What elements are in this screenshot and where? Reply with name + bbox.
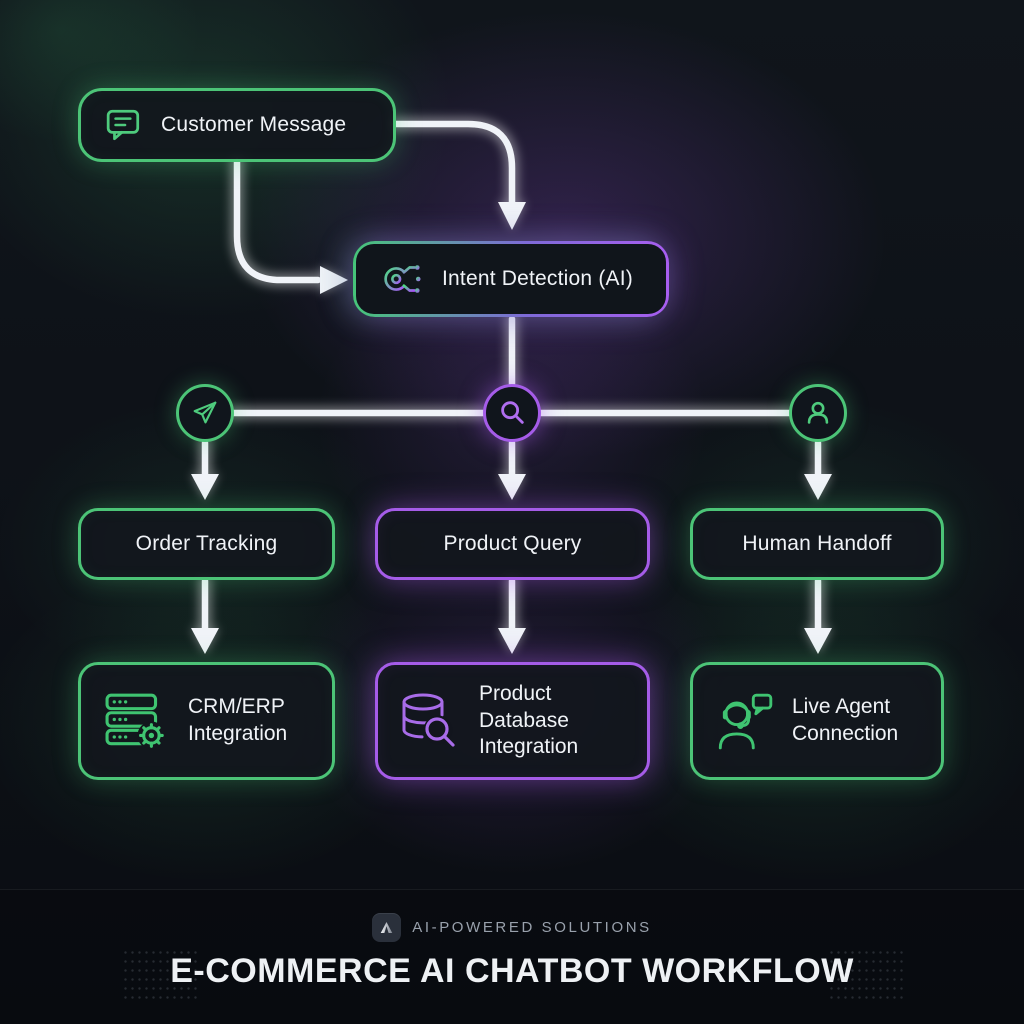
dots-texture-left <box>122 948 198 1004</box>
page-title: E-COMMERCE AI CHATBOT WORKFLOW <box>170 952 854 990</box>
intent-detection-label: Intent Detection (AI) <box>442 267 633 290</box>
product-query-node: Product Query <box>375 508 650 580</box>
headset-agent-icon <box>711 690 777 752</box>
brand-logo-icon <box>372 913 402 942</box>
live-agent-label: Live Agent Connection <box>792 695 899 745</box>
dots-texture-right <box>828 948 904 1004</box>
crm-erp-node: CRM/ERP Integration <box>78 662 335 780</box>
product-database-label: Product Database Integration <box>479 681 579 759</box>
search-icon <box>497 398 527 428</box>
footer-band <box>0 890 1024 1024</box>
footer-separator <box>0 889 1024 890</box>
chat-icon <box>105 108 143 142</box>
user-icon <box>803 398 833 428</box>
product-database-node: Product Database Integration <box>375 662 650 780</box>
brand-row: AI-POWERED SOLUTIONS <box>0 913 1024 942</box>
crm-erp-label: CRM/ERP Integration <box>188 695 288 745</box>
human-handoff-node: Human Handoff <box>690 508 944 580</box>
branch-circle-product <box>483 384 541 442</box>
server-gear-icon <box>105 691 171 751</box>
database-search-icon <box>398 690 462 752</box>
product-query-label: Product Query <box>443 532 582 555</box>
customer-message-node: Customer Message <box>78 88 396 162</box>
customer-message-label: Customer Message <box>161 113 347 136</box>
branch-circle-human <box>789 384 847 442</box>
order-tracking-node: Order Tracking <box>78 508 335 580</box>
order-tracking-label: Order Tracking <box>135 532 278 555</box>
brand-text: AI-POWERED SOLUTIONS <box>412 919 652 936</box>
human-handoff-label: Human Handoff <box>742 532 892 555</box>
ai-circuit-icon <box>378 256 424 302</box>
live-agent-node: Live Agent Connection <box>690 662 944 780</box>
send-icon <box>190 398 220 428</box>
intent-detection-node: Intent Detection (AI) <box>353 241 669 317</box>
branch-circle-order <box>176 384 234 442</box>
